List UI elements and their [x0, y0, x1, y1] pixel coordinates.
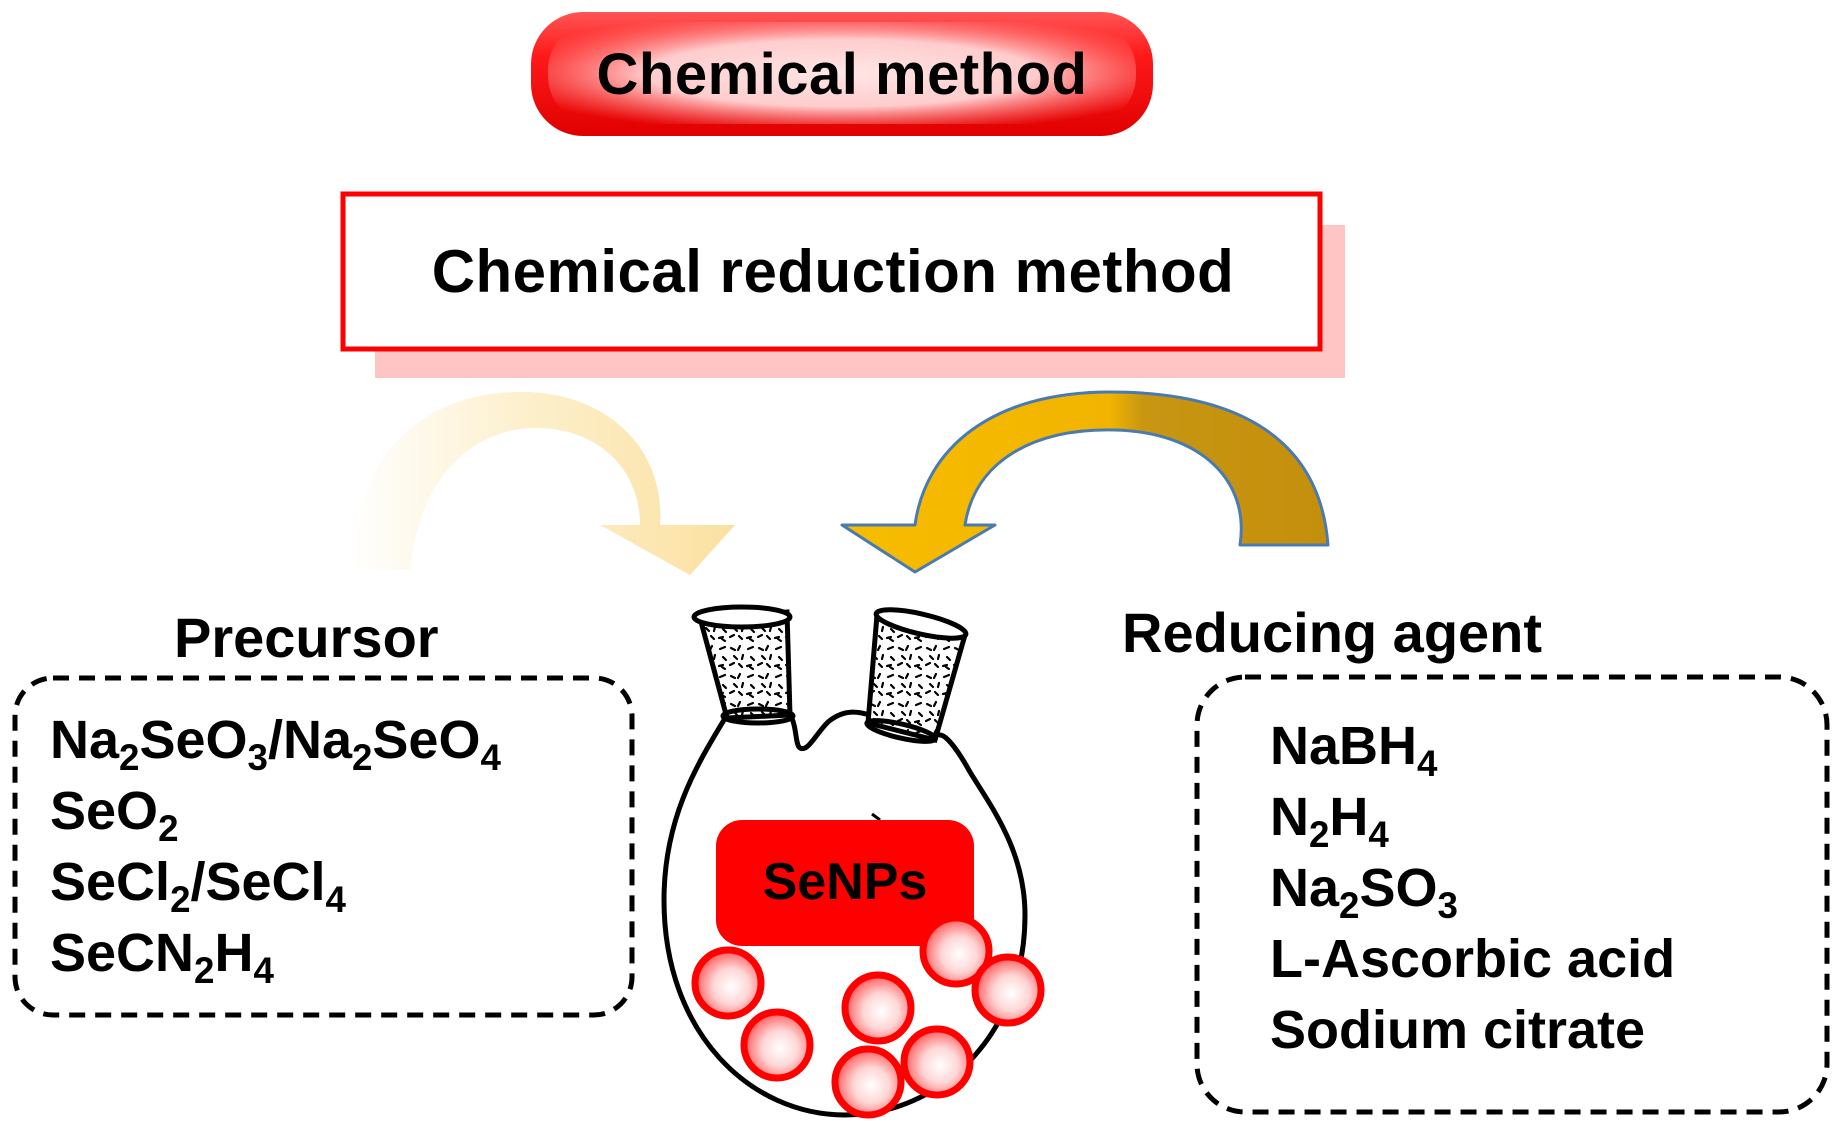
nanoparticle-icon	[831, 1045, 905, 1119]
nanoparticle-icon	[971, 953, 1045, 1027]
precursor-item: SeCl2/SeCl4	[50, 852, 346, 920]
page-title: Chemical method	[596, 41, 1088, 107]
reducing-agent-item: Na2SO3	[1270, 858, 1458, 926]
precursor-box	[12, 675, 635, 1018]
reducing-agent-item: N2H4	[1270, 787, 1389, 855]
nanoparticle-group	[691, 914, 1045, 1119]
subtitle-box	[340, 191, 1345, 378]
reducing-agent-item: NaBH4	[1270, 716, 1438, 784]
precursor-arrow-icon	[350, 391, 735, 575]
nanoparticle-icon	[919, 914, 993, 988]
subtitle: Chemical reduction method	[431, 238, 1235, 305]
precursor-item: SeCN2H4	[50, 923, 274, 991]
reducing-agent-arrow-icon	[840, 390, 1330, 574]
precursor-heading: Precursor	[174, 606, 439, 669]
reducing-agent-heading: Reducing agent	[1122, 601, 1543, 664]
title-pill	[531, 12, 1153, 136]
nanoparticle-icon	[691, 946, 765, 1020]
nanoparticle-icon	[841, 971, 915, 1045]
reducing-agent-item: Sodium citrate	[1270, 1000, 1646, 1060]
nanoparticle-icon	[900, 1025, 974, 1099]
product-label: SeNPs	[762, 853, 928, 911]
reducing-agent-box	[1194, 674, 1830, 1115]
reducing-agent-item: L-Ascorbic acid	[1270, 929, 1676, 989]
nanoparticle-icon	[740, 1008, 814, 1082]
precursor-item: Na2SeO3/Na2SeO4	[50, 710, 501, 778]
precursor-item: SeO2	[50, 781, 179, 849]
product-badge	[716, 820, 974, 946]
